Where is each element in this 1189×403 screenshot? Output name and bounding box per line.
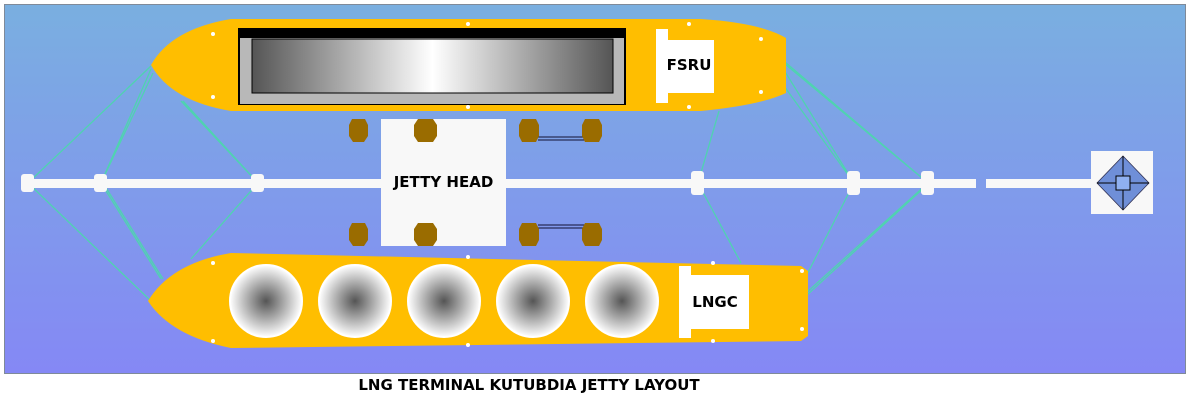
walkway-node [251,174,264,192]
lng-tank-sphere [229,264,303,338]
walkway-node [847,171,860,195]
walkway-node [691,171,704,195]
fsru-vessel [151,19,786,111]
lngc-label: LNGC [692,293,738,311]
mooring-lines [27,40,929,302]
jetty-layout-canvas: JETTY HEAD FSRU LNGC [4,4,1186,374]
mooring-dolphin [1091,151,1153,214]
jetty-head-platform [381,119,506,246]
layout-drawing [21,19,1153,348]
loading-arms [538,136,591,229]
diagram-title: LNG TERMINAL KUTUBDIA JETTY LAYOUT [358,376,700,394]
walkway [21,171,1096,195]
jetty-head-label: JETTY HEAD [393,173,494,191]
walkway-node [94,174,107,192]
fenders [349,119,602,246]
lng-tank-sphere [585,264,659,338]
fsru-label: FSRU [666,56,712,74]
walkway-node [21,174,34,192]
lng-tank-sphere [407,264,481,338]
walkway-node [921,171,934,195]
lng-tank-sphere [496,264,570,338]
lngc-vessel [148,253,808,348]
lng-tank-sphere [318,264,392,338]
